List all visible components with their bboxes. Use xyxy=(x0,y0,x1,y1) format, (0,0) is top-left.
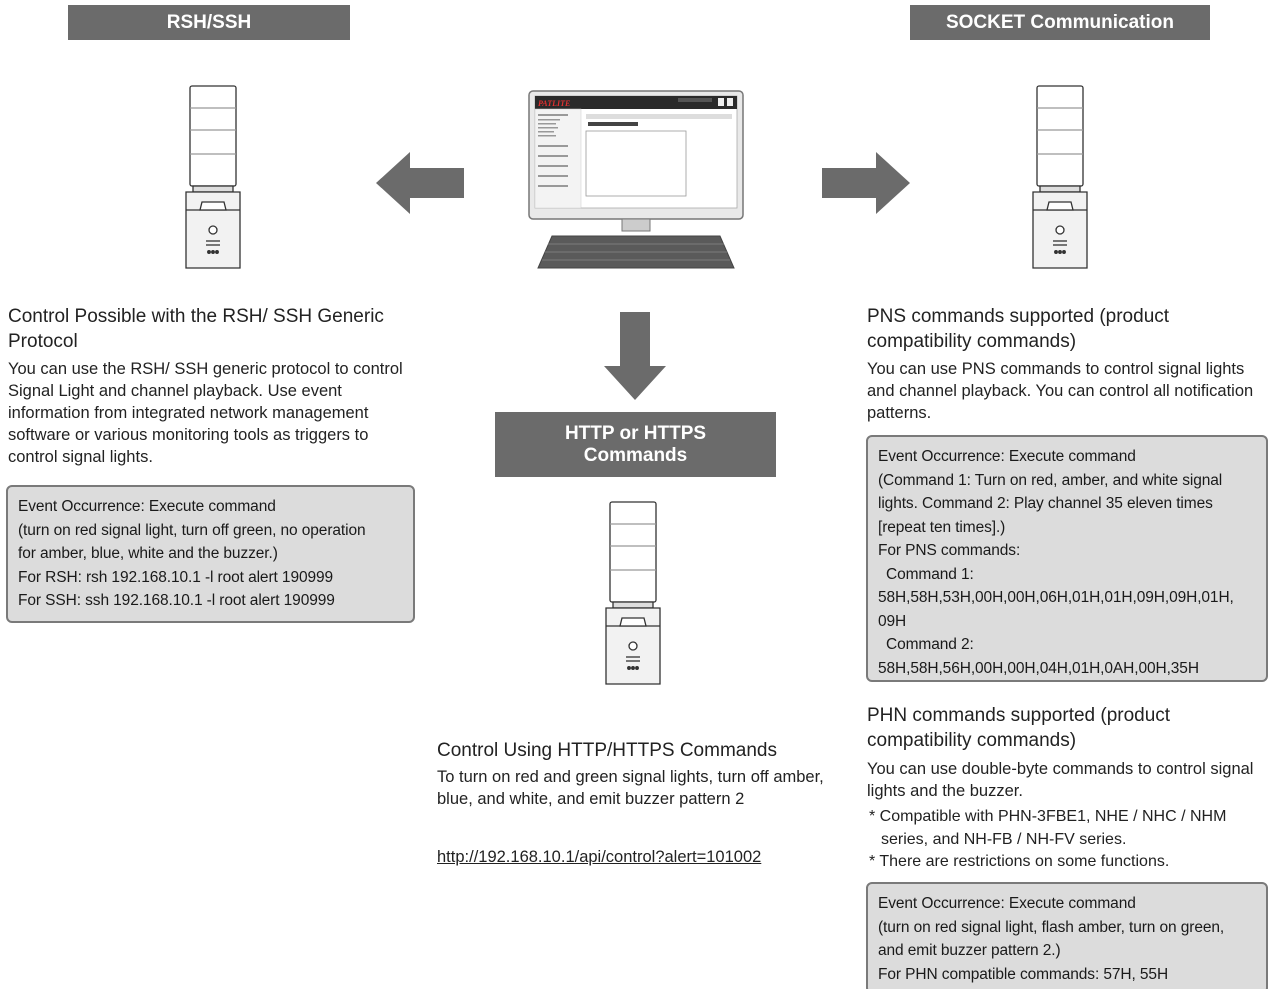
signal-tower-right xyxy=(1032,85,1088,269)
pns-box-line: Event Occurrence: Execute command xyxy=(878,448,1136,465)
rsh-ssh-tag: RSH/SSH xyxy=(68,5,350,40)
signal-tower-center xyxy=(605,501,661,685)
pns-box-line: Command 1: xyxy=(886,565,974,583)
arrow-right-icon xyxy=(822,152,910,214)
phn-box-line: and emit buzzer pattern 2.) xyxy=(878,942,1061,959)
rsh-box-line: For SSH: ssh 192.168.10.1 -l root alert … xyxy=(18,592,335,609)
phn-description: You can use double-byte commands to cont… xyxy=(867,760,1254,800)
phn-note: * There are restrictions on some functio… xyxy=(869,853,1170,870)
phn-command-box: Event Occurrence: Execute command (turn … xyxy=(866,882,1268,989)
phn-notes: * Compatible with PHN-3FBE1, NHE / NHC /… xyxy=(867,806,1267,874)
pns-box-line: (Command 1: Turn on red, amber, and whit… xyxy=(878,471,1223,489)
arrow-down-icon xyxy=(604,312,666,400)
arrow-left-icon xyxy=(376,152,464,214)
pns-description: You can use PNS commands to control sign… xyxy=(867,360,1254,422)
pns-box-line: 58H,58H,56H,00H,00H,04H,01H,0AH,00H,35H xyxy=(878,659,1199,677)
rsh-box-line: (turn on red signal light, turn off gree… xyxy=(18,521,366,539)
http-tag-line2: Commands xyxy=(583,444,688,466)
phn-box-line: Event Occurrence: Execute command xyxy=(878,895,1136,912)
http-description: To turn on red and green signal lights, … xyxy=(437,768,824,808)
pns-command-box: Event Occurrence: Execute command (Comma… xyxy=(866,435,1268,682)
pns-box-line: 09H xyxy=(878,612,907,630)
http-commands-tag: HTTP or HTTPS Commands xyxy=(495,412,776,477)
rsh-heading: Control Possible with the RSH/ SSH Gener… xyxy=(8,306,384,352)
pns-box-line: lights. Command 2: Play channel 35 eleve… xyxy=(878,495,1213,512)
pns-heading: PNS commands supported (product compatib… xyxy=(867,306,1170,352)
phn-heading: PHN commands supported (product compatib… xyxy=(867,705,1171,751)
pns-box-line: 58H,58H,53H,00H,00H,06H,01H,01H,09H,09H,… xyxy=(878,589,1234,606)
http-tag-line1: HTTP or HTTPS xyxy=(564,422,707,444)
http-heading: Control Using HTTP/HTTPS Commands xyxy=(437,740,777,761)
rsh-command-box: Event Occurrence: Execute command (turn … xyxy=(6,485,415,623)
rsh-box-line: For RSH: rsh 192.168.10.1 -l root alert … xyxy=(18,568,334,586)
socket-communication-tag: SOCKET Communication xyxy=(910,5,1210,40)
computer-monitor-icon: PATLITE xyxy=(528,90,744,269)
phn-box-line: For PHN compatible commands: 57H, 55H xyxy=(878,965,1169,983)
signal-tower-left xyxy=(185,85,241,269)
rsh-box-line: Event Occurrence: Execute command xyxy=(18,498,276,515)
pns-box-line: [repeat ten times].) xyxy=(878,518,1006,536)
phn-box-line: (turn on red signal light, flash amber, … xyxy=(878,918,1225,936)
phn-note: * Compatible with PHN-3FBE1, NHE / NHC /… xyxy=(869,808,1227,848)
pns-box-line: Command 2: xyxy=(886,636,974,653)
rsh-description: You can use the RSH/ SSH generic protoco… xyxy=(8,360,403,466)
monitor-logo: PATLITE xyxy=(538,99,570,108)
rsh-box-line: for amber, blue, white and the buzzer.) xyxy=(18,545,278,562)
http-command-url-link[interactable]: http://192.168.10.1/api/control?alert=10… xyxy=(437,848,762,866)
pns-box-line: For PNS commands: xyxy=(878,542,1021,559)
